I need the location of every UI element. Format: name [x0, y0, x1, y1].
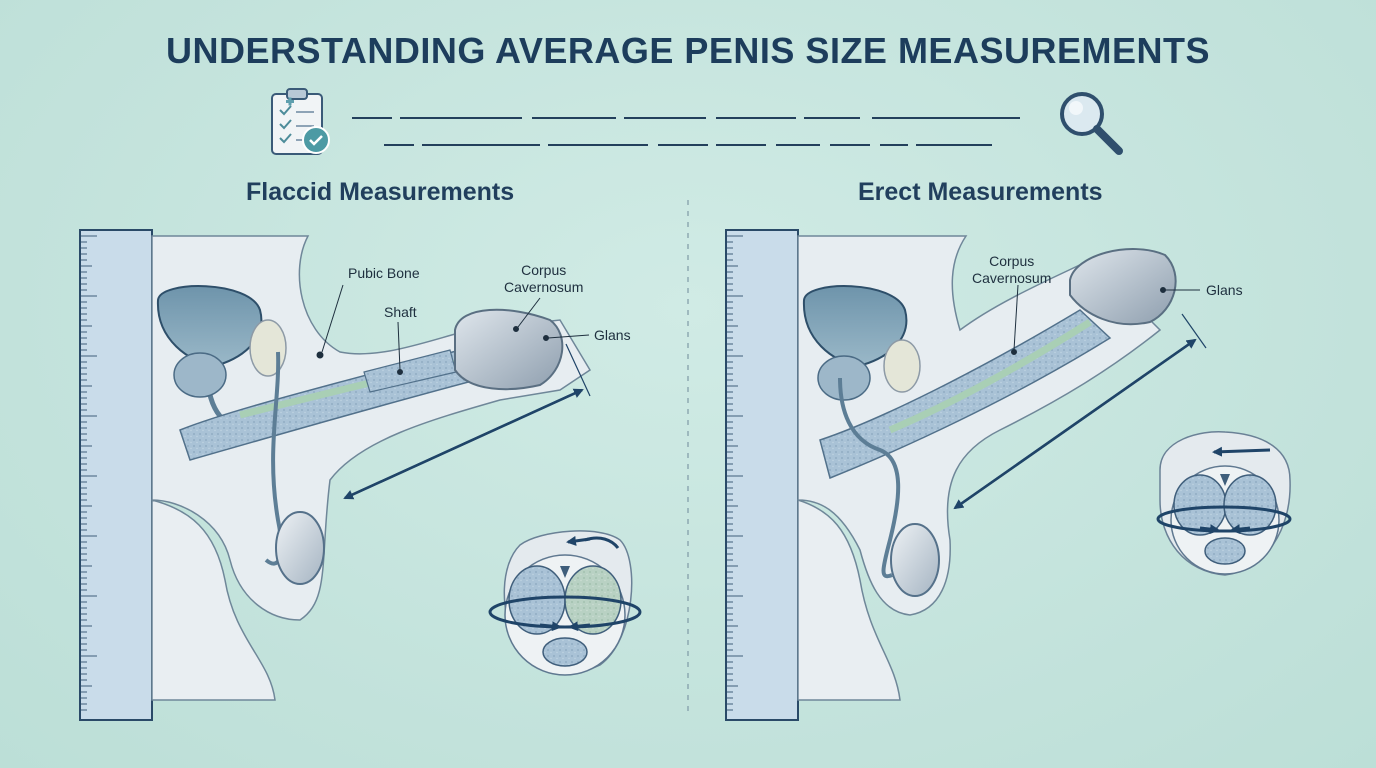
label-pubic-bone: Pubic Bone [348, 265, 420, 281]
label-shaft: Shaft [384, 304, 417, 320]
flaccid-heading: Flaccid Measurements [246, 178, 515, 206]
label-erect-glans: Glans [1206, 282, 1243, 298]
label-corpus-cavernosum: Corpus Cavernosum [504, 262, 584, 295]
label-erect-corpus-cavernosum: Corpus Cavernosum [972, 253, 1052, 286]
erect-body-section [797, 235, 1177, 701]
header-divider-lines [352, 117, 1020, 146]
flaccid-body-section [151, 235, 592, 701]
erect-leader-lines [1011, 284, 1200, 355]
flaccid-ruler [79, 229, 153, 721]
erect-ruler [725, 229, 799, 721]
erect-length-arrow [953, 313, 1207, 510]
flaccid-length-arrow [343, 343, 591, 500]
flaccid-cross-section [488, 530, 642, 676]
erect-heading: Erect Measurements [858, 178, 1103, 206]
label-glans: Glans [594, 327, 631, 343]
clipboard-check-icon [271, 88, 330, 155]
magnifier-icon [1060, 92, 1123, 155]
page-title: UNDERSTANDING AVERAGE PENIS SIZE MEASURE… [166, 30, 1210, 71]
erect-cross-section [1156, 431, 1292, 576]
flaccid-leader-lines [316, 284, 590, 375]
